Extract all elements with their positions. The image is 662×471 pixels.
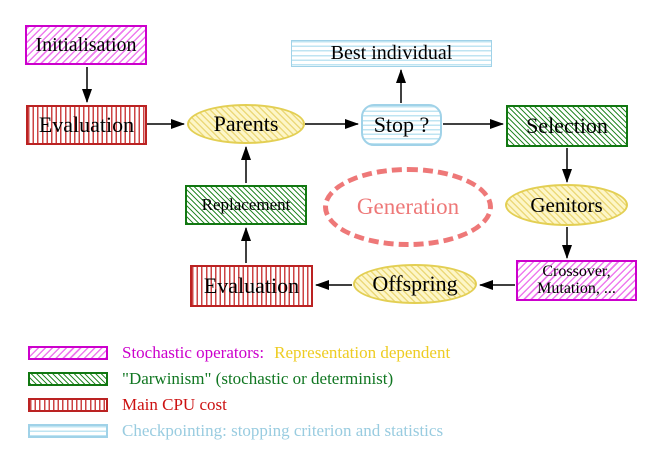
node-parents-label: Parents xyxy=(213,111,279,137)
legend-label-cpu: Main CPU cost xyxy=(122,395,227,414)
node-selection-label: Selection xyxy=(526,113,608,139)
legend-swatch-stochastic xyxy=(28,346,108,360)
node-selection: Selection xyxy=(506,105,628,147)
node-best-individual-label: Best individual xyxy=(330,42,453,64)
node-genitors-label: Genitors xyxy=(530,192,603,217)
node-stop: Stop ? xyxy=(361,104,442,146)
legend-label-darwinism: "Darwinism" (stochastic or determinist) xyxy=(122,369,394,388)
legend-row-darwinism: "Darwinism" (stochastic or determinist) xyxy=(28,369,450,388)
legend-row-checkpointing: Checkpointing: stopping criterion and st… xyxy=(28,421,450,440)
node-crossover-label-line2: Mutation, ... xyxy=(537,279,616,297)
legend-swatch-cpu xyxy=(28,398,108,412)
node-stop-label: Stop ? xyxy=(373,112,430,138)
node-genitors: Genitors xyxy=(505,184,628,226)
node-crossover-label-line1: Crossover, xyxy=(542,262,611,280)
legend-row-cpu: Main CPU cost xyxy=(28,395,450,414)
node-offspring-label: Offspring xyxy=(372,271,458,297)
legend-label-checkpointing: Checkpointing: stopping criterion and st… xyxy=(122,421,444,440)
legend-label-stochastic: Stochastic operators: xyxy=(122,343,265,362)
node-best-individual: Best individual xyxy=(291,40,492,67)
node-replacement-label: Replacement xyxy=(201,195,291,215)
node-crossover-mutation: Crossover, Mutation, ... xyxy=(516,260,637,301)
generation-label: Generation xyxy=(356,193,460,219)
node-initialisation-label: Initialisation xyxy=(35,33,137,56)
node-replacement: Replacement xyxy=(185,185,307,225)
node-parents: Parents xyxy=(187,104,305,144)
node-evaluation-bottom: Evaluation xyxy=(190,265,313,307)
node-initialisation: Initialisation xyxy=(25,25,147,65)
legend: Stochastic operators: Representation dep… xyxy=(28,343,451,449)
node-evaluation-top-label: Evaluation xyxy=(38,112,135,138)
legend-label-representation: Representation dependent xyxy=(274,343,451,362)
node-offspring: Offspring xyxy=(353,264,477,304)
generation-loop-ellipse: Generation xyxy=(323,167,493,247)
node-evaluation-top: Evaluation xyxy=(26,105,147,145)
node-evaluation-bottom-label: Evaluation xyxy=(203,273,300,299)
legend-swatch-checkpointing xyxy=(28,424,108,438)
legend-row-stochastic: Stochastic operators: Representation dep… xyxy=(28,343,451,362)
legend-swatch-darwinism xyxy=(28,372,108,386)
